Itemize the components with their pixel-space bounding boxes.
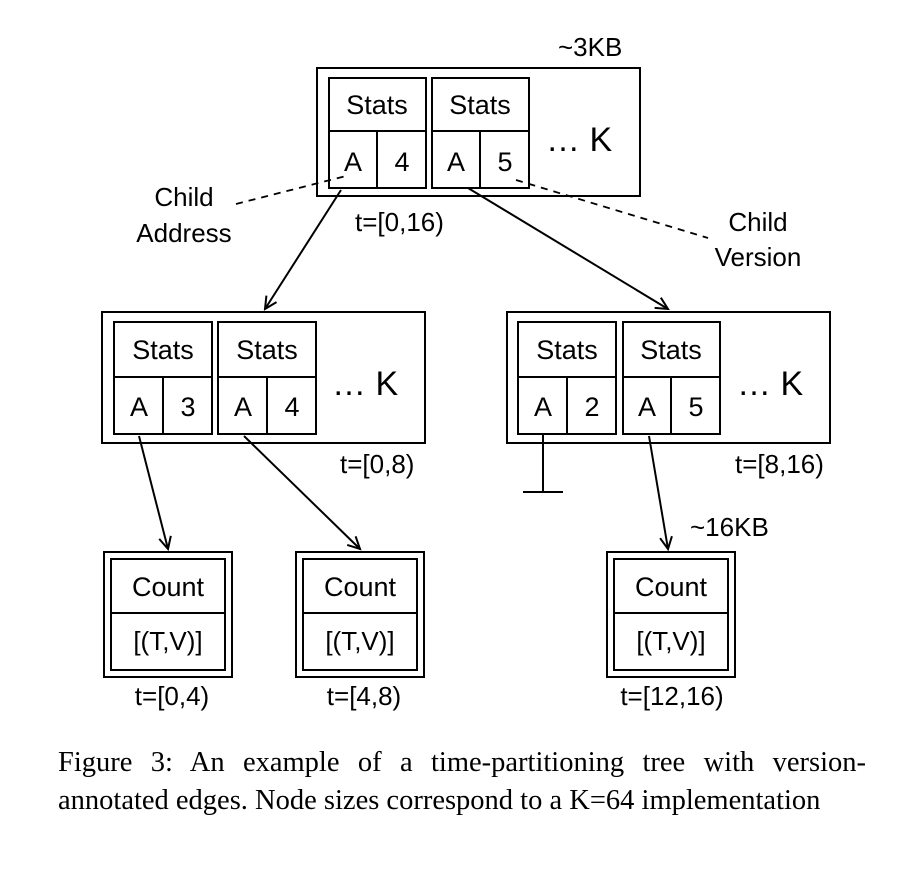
- leaf-1-count: Count: [132, 572, 205, 602]
- child-address-label-line1: Child: [154, 182, 213, 212]
- left-entry-2-version: 4: [284, 392, 299, 422]
- right-node-frame: [506, 311, 831, 444]
- edge-root-to-left-node: [265, 189, 342, 309]
- child-address-leader-line: [235, 175, 347, 205]
- right-internal-node: Stats A 2 Stats A 5 … K t=[8,16): [506, 311, 831, 493]
- leaf-1-time-label: t=[0,4): [135, 681, 209, 711]
- leaf-2-count: Count: [324, 572, 397, 602]
- right-entry-1-stats: Stats: [536, 335, 598, 365]
- root-entry-1-version: 4: [394, 147, 409, 177]
- edge-root-to-right-node: [467, 187, 668, 309]
- leaf-node-3: ~16KB Count [(T,V)] t=[12,16): [606, 512, 769, 711]
- leaf-3-pairs: [(T,V)]: [636, 626, 705, 656]
- root-entry-1-address: A: [344, 147, 362, 177]
- root-more-k: … K: [546, 121, 612, 159]
- leaf-1-pairs: [(T,V)]: [133, 626, 202, 656]
- right-entry-2: Stats A 5: [622, 321, 721, 435]
- child-address-label-line2: Address: [136, 218, 231, 248]
- root-entry-1-stats: Stats: [346, 90, 408, 120]
- leaf-2-pairs: [(T,V)]: [325, 626, 394, 656]
- root-node-frame: [316, 67, 641, 197]
- figure-caption: Figure 3: An example of a time-partition…: [58, 747, 866, 816]
- leaf-3-time-label: t=[12,16): [620, 681, 723, 711]
- right-entry-1-version: 2: [584, 392, 599, 422]
- root-node: ~3KB Stats A 4 Stats A 5 … K t=[0,16): [316, 32, 641, 237]
- root-entry-2: Stats A 5: [431, 77, 530, 189]
- child-version-leader-line: [515, 179, 709, 239]
- edge-right-to-leaf-3: [648, 435, 668, 549]
- leaf-node-1: Count [(T,V)] t=[0,4): [103, 551, 233, 711]
- right-entry-2-version: 5: [688, 392, 703, 422]
- root-entry-2-address: A: [447, 147, 465, 177]
- left-more-k: … K: [332, 365, 398, 403]
- left-entry-1-stats: Stats: [132, 335, 194, 365]
- child-version-label-line1: Child: [728, 207, 787, 237]
- left-entry-2: Stats A 4: [217, 321, 317, 435]
- right-more-k: … K: [737, 365, 803, 403]
- child-version-label-line2: Version: [715, 242, 802, 272]
- left-entry-1-version: 3: [180, 392, 195, 422]
- root-entry-2-version: 5: [497, 147, 512, 177]
- left-entry-2-address: A: [234, 392, 252, 422]
- right-entry-2-stats: Stats: [640, 335, 702, 365]
- null-pointer-ground-symbol: [523, 434, 563, 493]
- right-entry-2-address: A: [638, 392, 656, 422]
- right-time-label: t=[8,16): [735, 449, 824, 479]
- root-time-label: t=[0,16): [355, 207, 444, 237]
- root-entry-2-stats: Stats: [449, 90, 511, 120]
- left-entry-1: Stats A 3: [113, 321, 213, 435]
- leaf-3-size-label: ~16KB: [690, 512, 769, 542]
- left-time-label: t=[0,8): [340, 449, 414, 479]
- time-partitioning-tree-diagram: ~3KB Stats A 4 Stats A 5 … K t=[0,16) Ch…: [101, 32, 831, 711]
- leaf-3-count: Count: [635, 572, 708, 602]
- left-internal-node: Stats A 3 Stats A 4 … K t=[0,8): [101, 311, 426, 479]
- leaf-2-time-label: t=[4,8): [327, 681, 401, 711]
- leaf-node-2: Count [(T,V)] t=[4,8): [295, 551, 425, 711]
- left-entry-1-address: A: [130, 392, 148, 422]
- right-entry-1: Stats A 2: [517, 321, 617, 435]
- root-entry-1: Stats A 4: [328, 77, 427, 189]
- child-address-annotation: Child Address: [136, 175, 347, 248]
- child-version-annotation: Child Version: [515, 179, 802, 272]
- root-size-label: ~3KB: [558, 32, 622, 62]
- right-entry-1-address: A: [534, 392, 552, 422]
- edge-left-to-leaf-2: [243, 435, 360, 549]
- edge-left-to-leaf-1: [138, 435, 168, 549]
- left-node-frame: [101, 311, 426, 444]
- left-entry-2-stats: Stats: [236, 335, 298, 365]
